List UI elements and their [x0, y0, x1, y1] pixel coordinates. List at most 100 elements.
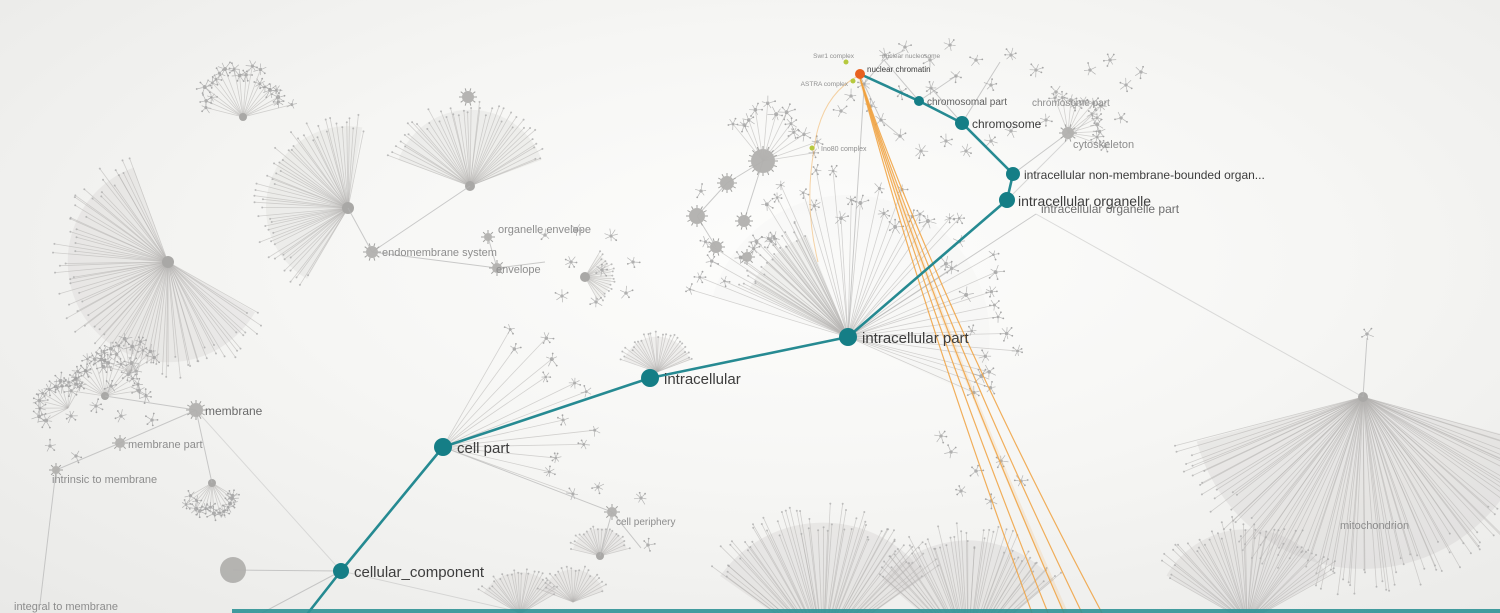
go-term-label[interactable]: cellular_component [354, 564, 485, 581]
mini-term-node[interactable] [978, 349, 992, 363]
mini-term-node[interactable] [546, 352, 558, 367]
mini-term-node[interactable] [1100, 139, 1111, 153]
mini-term-node[interactable] [103, 341, 118, 358]
mini-term-node[interactable] [32, 394, 49, 407]
go-term-label[interactable]: cell periphery [616, 517, 675, 528]
mini-term-node[interactable] [112, 341, 124, 353]
go-term-label[interactable]: mitochondrion [1340, 520, 1409, 532]
mini-term-node[interactable] [1361, 327, 1374, 341]
mini-term-node[interactable] [874, 182, 885, 194]
go-term-label[interactable]: cell part [457, 440, 510, 457]
cluster-node-icon[interactable] [186, 400, 206, 420]
mini-term-node[interactable] [844, 88, 857, 102]
cluster-node-icon[interactable] [686, 205, 708, 227]
mini-term-node[interactable] [999, 327, 1014, 342]
mini-term-node[interactable] [89, 398, 104, 414]
mini-term-node[interactable] [146, 349, 161, 364]
go-term-node[interactable] [641, 369, 659, 387]
mini-term-node[interactable] [922, 54, 936, 68]
mini-term-node[interactable] [566, 487, 578, 501]
mini-term-node[interactable] [199, 94, 213, 107]
mini-term-node[interactable] [195, 79, 212, 94]
mini-term-node[interactable] [1090, 117, 1104, 131]
go-term-label[interactable]: chromosome [972, 117, 1042, 131]
mini-term-node[interactable] [982, 364, 996, 378]
go-term-node[interactable] [955, 116, 969, 130]
mini-term-node[interactable] [44, 438, 56, 452]
mini-term-node[interactable] [771, 192, 783, 203]
enriched-term-dot[interactable] [850, 78, 856, 84]
enriched-term-dot[interactable] [843, 59, 849, 65]
go-term-label[interactable]: endomembrane system [382, 247, 497, 259]
mini-term-node[interactable] [570, 224, 583, 236]
mini-term-node[interactable] [181, 499, 192, 510]
mini-term-node[interactable] [34, 402, 47, 416]
mini-term-node[interactable] [96, 358, 112, 374]
cluster-node-icon[interactable] [739, 249, 755, 265]
mini-term-node[interactable] [992, 311, 1005, 323]
mini-term-node[interactable] [705, 254, 720, 267]
mini-term-node[interactable] [835, 210, 849, 225]
mini-term-node[interactable] [643, 537, 656, 552]
mini-term-node[interactable] [1119, 77, 1133, 93]
mini-term-node[interactable] [228, 62, 240, 76]
mini-term-node[interactable] [767, 231, 780, 245]
mini-term-node[interactable] [796, 127, 812, 142]
mini-term-node[interactable] [940, 255, 953, 271]
mini-term-node[interactable] [925, 81, 938, 95]
mini-term-node[interactable] [633, 491, 647, 505]
mini-term-node[interactable] [189, 500, 205, 516]
mini-term-node[interactable] [934, 430, 948, 444]
mini-term-node[interactable] [828, 164, 838, 178]
mini-term-node[interactable] [1090, 130, 1105, 144]
mini-term-node[interactable] [43, 383, 57, 397]
mini-term-node[interactable] [138, 388, 152, 404]
go-term-label[interactable]: intrinsic to membrane [52, 474, 157, 486]
mini-term-node[interactable] [749, 102, 763, 117]
mini-term-node[interactable] [989, 299, 1000, 311]
mini-term-node[interactable] [985, 285, 998, 298]
mini-term-node[interactable] [983, 78, 998, 91]
mini-term-node[interactable] [984, 134, 998, 147]
mini-term-node[interactable] [591, 481, 605, 495]
mini-term-node[interactable] [787, 127, 799, 139]
mini-term-node[interactable] [626, 256, 641, 268]
mini-term-node[interactable] [943, 37, 956, 51]
mini-term-node[interactable] [958, 286, 974, 302]
mini-term-node[interactable] [554, 289, 569, 303]
mini-term-node[interactable] [144, 343, 156, 357]
mini-term-node[interactable] [874, 112, 887, 127]
mini-term-node[interactable] [1083, 62, 1097, 76]
mini-term-node[interactable] [217, 61, 234, 77]
mini-term-node[interactable] [510, 343, 522, 354]
mini-term-node[interactable] [765, 233, 778, 249]
mini-term-node[interactable] [967, 324, 977, 336]
mini-term-node[interactable] [1114, 111, 1128, 124]
mini-term-node[interactable] [893, 128, 907, 142]
mini-term-node[interactable] [589, 425, 601, 437]
mini-term-node[interactable] [595, 263, 608, 277]
mini-term-node[interactable] [74, 381, 87, 392]
mini-term-node[interactable] [984, 493, 998, 510]
mini-term-node[interactable] [239, 69, 254, 82]
go-term-label[interactable]: intracellular [664, 371, 741, 388]
mini-term-node[interactable] [65, 410, 78, 424]
mini-term-node[interactable] [940, 133, 953, 148]
mini-term-node[interactable] [761, 198, 774, 211]
go-term-label-small[interactable]: ASTRA complex [801, 81, 849, 88]
mini-term-node[interactable] [1004, 47, 1017, 61]
cluster-node-icon[interactable] [717, 173, 737, 193]
mini-term-node[interactable] [54, 379, 69, 394]
mini-term-node[interactable] [577, 439, 590, 450]
go-term-label[interactable]: membrane part [128, 439, 203, 451]
cluster-node-icon[interactable] [112, 435, 128, 451]
mini-term-node[interactable] [207, 93, 219, 104]
mini-term-node[interactable] [78, 364, 92, 378]
mini-term-node[interactable] [898, 40, 912, 54]
mini-term-node[interactable] [888, 218, 905, 234]
mini-term-node[interactable] [685, 283, 695, 295]
go-term-label-small[interactable]: nuclear nucleosome [882, 53, 941, 60]
mini-term-node[interactable] [944, 444, 958, 459]
